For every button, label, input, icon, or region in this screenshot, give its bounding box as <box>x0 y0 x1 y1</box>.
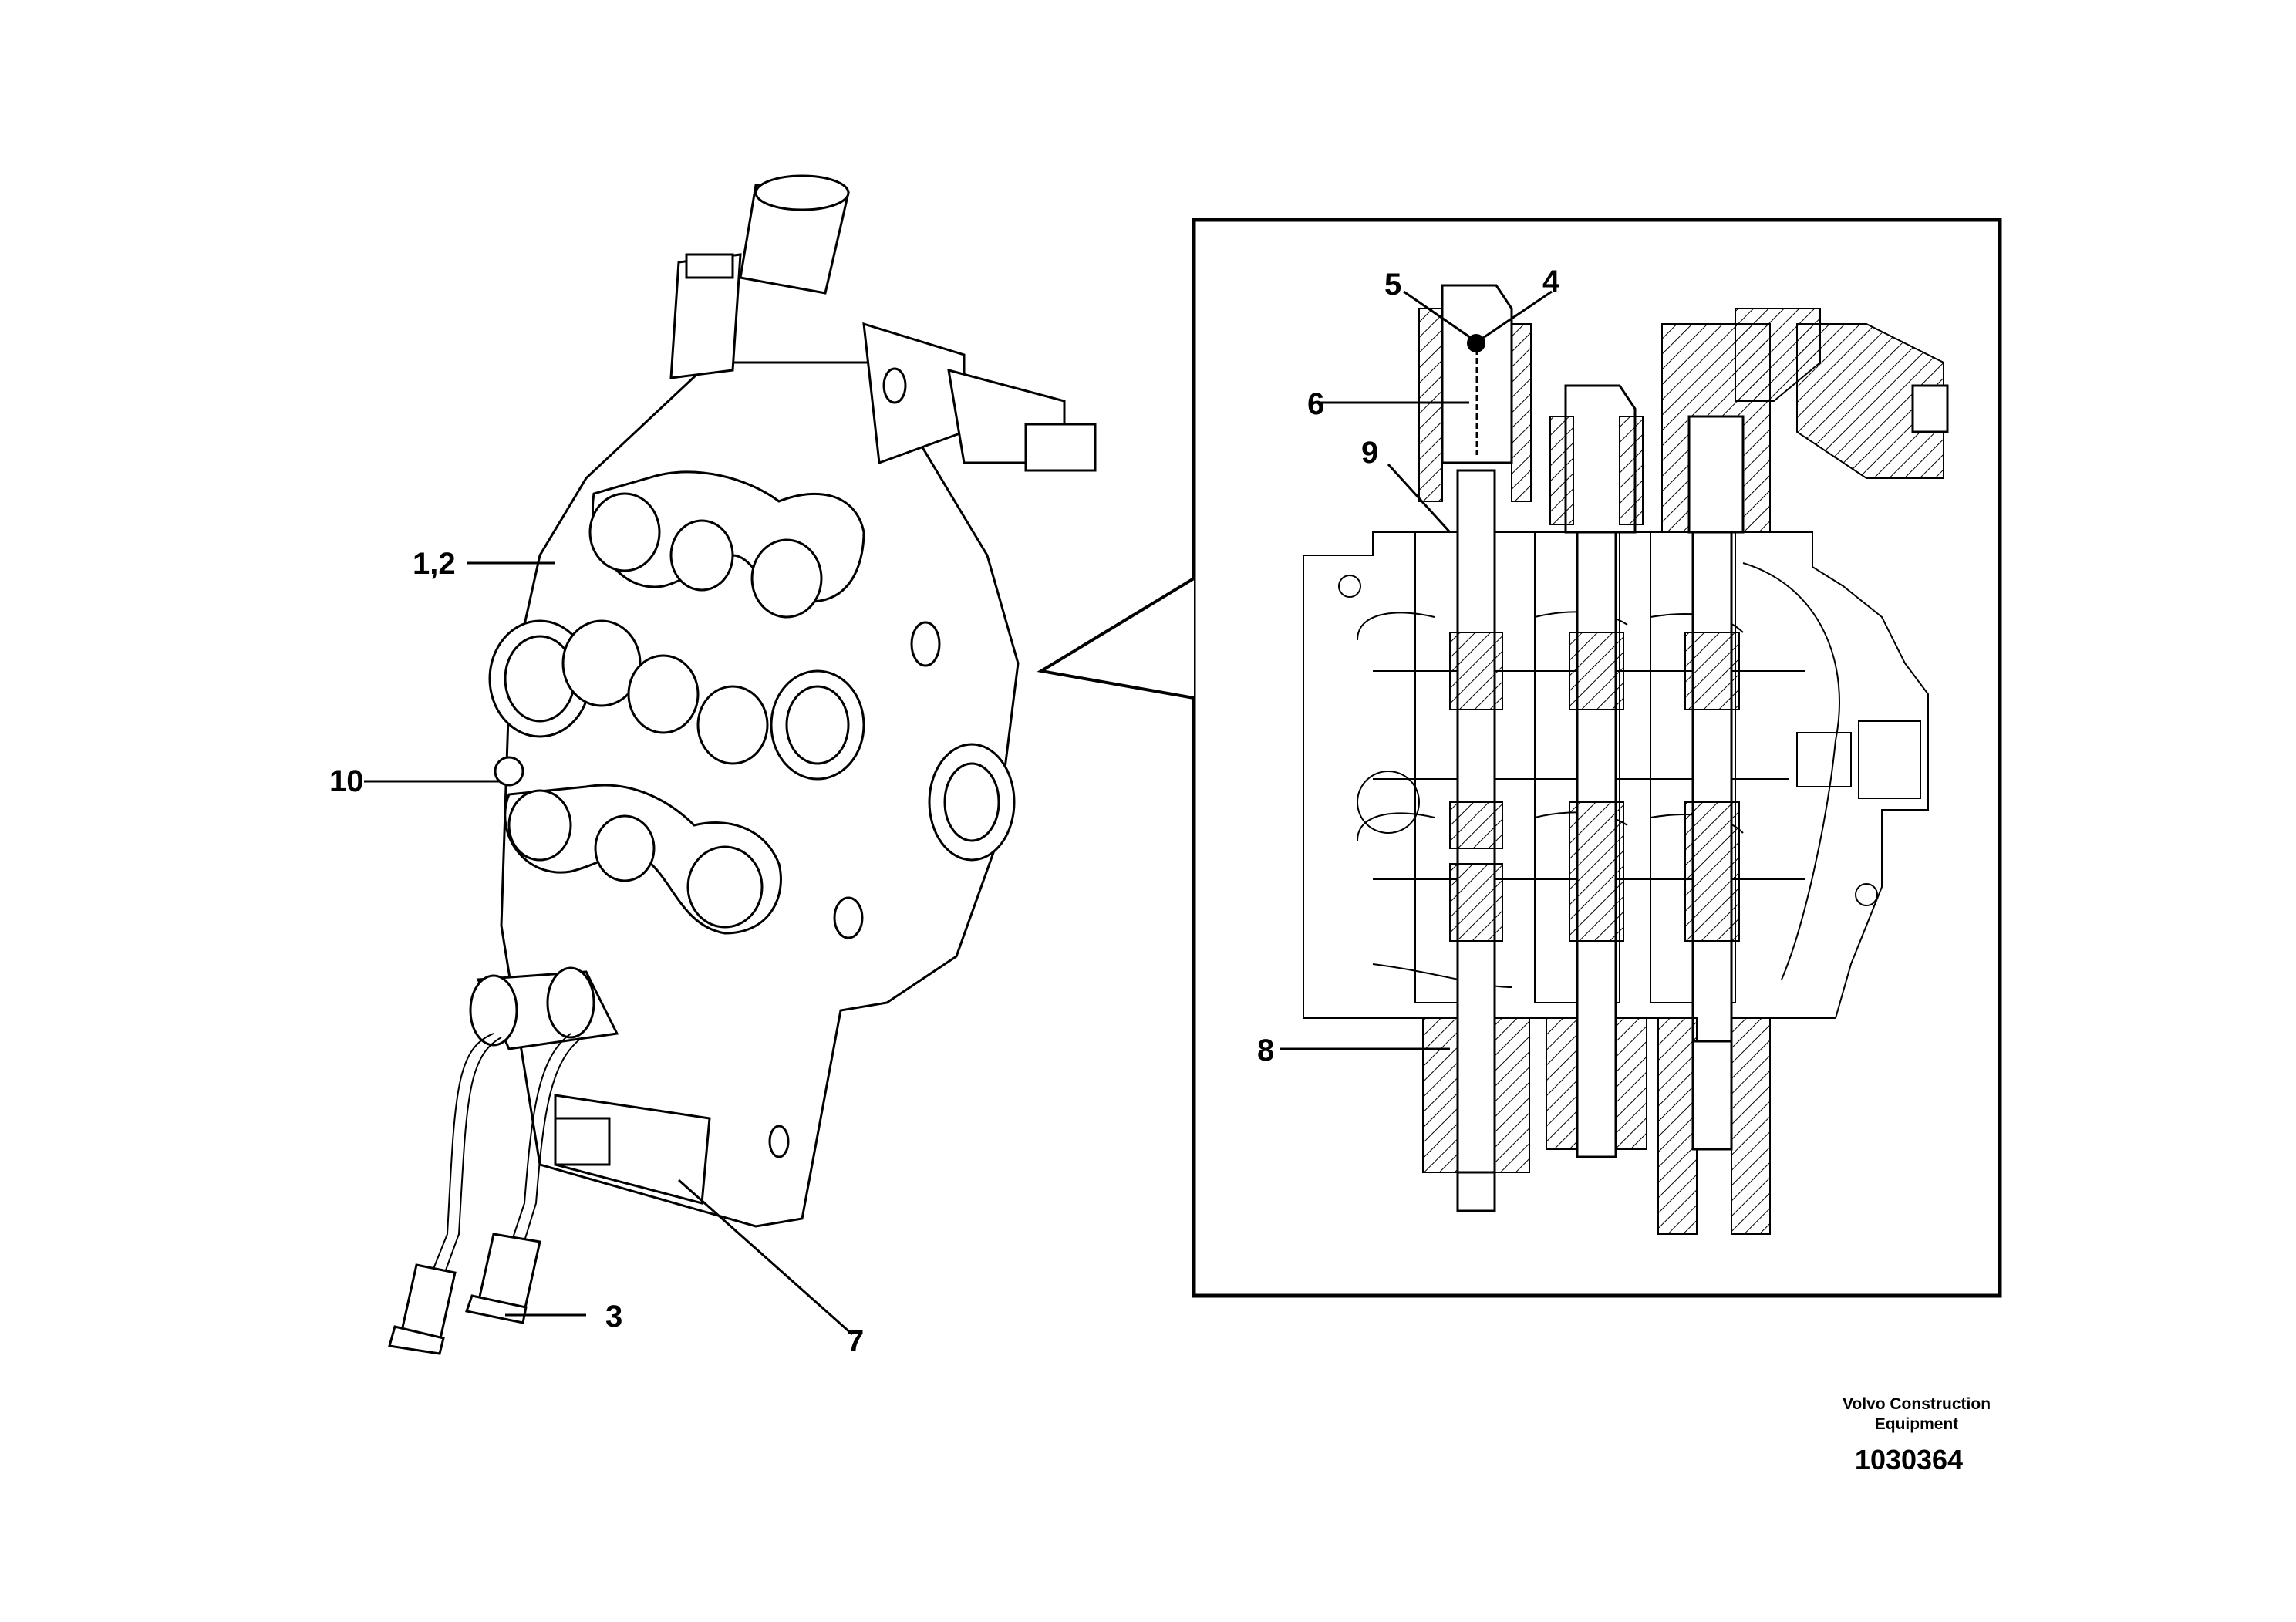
callout-9: 9 <box>1361 436 1378 470</box>
footer-block: Volvo Construction Equipment 1030364 <box>1843 1395 1991 1475</box>
callout-5: 5 <box>1384 268 1401 302</box>
drawing-number: 1030364 <box>1855 1444 1963 1475</box>
callout-10: 10 <box>329 764 364 798</box>
company-name-line1: Volvo Construction <box>1843 1395 1991 1413</box>
detail-callout-box <box>1037 218 2002 1298</box>
section-view-illustration <box>1303 284 1949 1235</box>
callout-6: 6 <box>1307 387 1324 421</box>
callout-3: 3 <box>605 1300 622 1334</box>
callout-7: 7 <box>847 1324 864 1358</box>
callout-8: 8 <box>1257 1034 1274 1067</box>
callout-labels: 1,2 3 7 10 5 4 6 9 8 <box>329 265 1560 1358</box>
valve-assembly-illustration <box>388 174 1097 1355</box>
spool-1-lands <box>1449 632 1503 942</box>
leader-lines <box>364 290 1553 1336</box>
callout-4: 4 <box>1542 265 1560 298</box>
company-name-line2: Equipment <box>1875 1415 1959 1433</box>
callout-1-2: 1,2 <box>413 547 456 581</box>
